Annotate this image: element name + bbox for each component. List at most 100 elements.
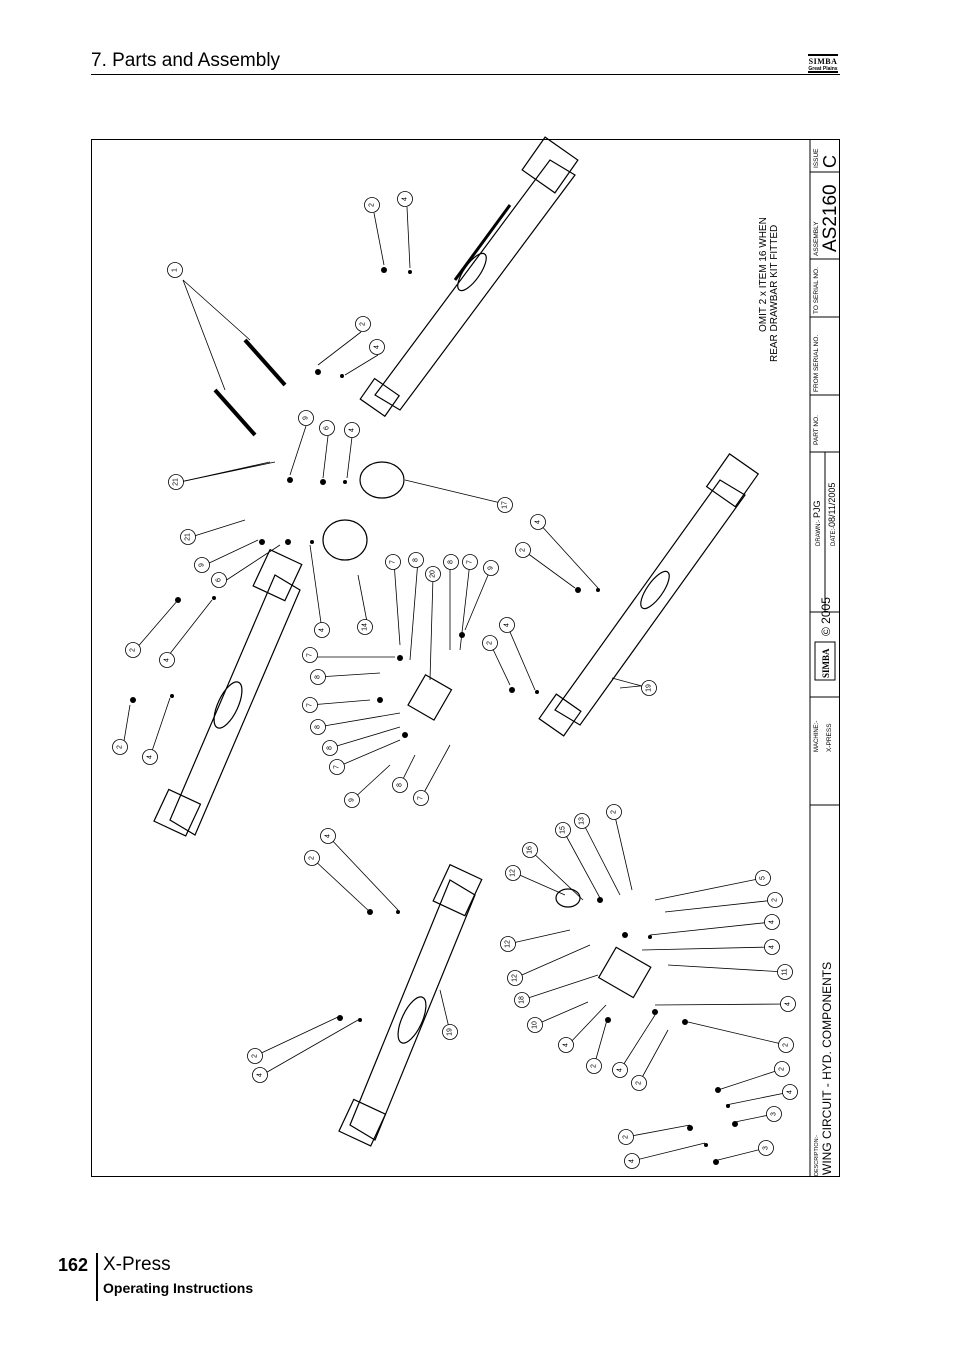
svg-text:15: 15 [560, 826, 567, 834]
svg-text:7: 7 [418, 796, 425, 800]
svg-text:5: 5 [760, 876, 767, 880]
svg-text:3: 3 [763, 1146, 770, 1150]
part-no-label: PART NO. [813, 415, 820, 445]
svg-text:4: 4 [785, 1002, 792, 1006]
svg-text:4: 4 [504, 623, 511, 627]
machine-label: MACHINE:- [814, 721, 820, 752]
description: WING CIRCUIT - HYD. COMPONENTS [820, 962, 834, 1175]
drawing-frame [91, 139, 840, 1177]
title-block [809, 140, 840, 1176]
svg-text:2: 2 [309, 856, 316, 860]
svg-text:2: 2 [130, 648, 137, 652]
simba-logo: SIMBA Great Plains [806, 53, 840, 73]
issue: C [820, 155, 840, 168]
svg-text:7: 7 [467, 560, 474, 564]
svg-text:13: 13 [579, 817, 586, 825]
svg-text:4: 4 [164, 658, 171, 662]
svg-text:4: 4 [349, 428, 356, 432]
svg-text:4: 4 [563, 1043, 570, 1047]
note-line-2: REAR DRAWBAR KIT FITTED [769, 225, 780, 362]
svg-text:2: 2 [623, 1135, 630, 1139]
svg-text:9: 9 [199, 563, 206, 567]
svg-text:19: 19 [447, 1028, 454, 1036]
product-name: X-Press [103, 1254, 171, 1275]
svg-text:16: 16 [527, 846, 534, 854]
svg-text:8: 8 [448, 560, 455, 564]
drawn-label: DRAWN:- [816, 520, 822, 546]
svg-text:4: 4 [769, 920, 776, 924]
svg-text:8: 8 [327, 746, 334, 750]
svg-text:2: 2 [487, 641, 494, 645]
svg-text:12: 12 [505, 940, 512, 948]
svg-text:2: 2 [591, 1064, 598, 1068]
svg-text:10: 10 [532, 1021, 539, 1029]
svg-text:2: 2 [360, 322, 367, 326]
svg-text:2: 2 [117, 745, 124, 749]
svg-text:2: 2 [636, 1081, 643, 1085]
svg-text:17: 17 [502, 501, 509, 509]
svg-text:2: 2 [252, 1054, 259, 1058]
svg-text:7: 7 [307, 703, 314, 707]
to-serial-label: TO SERIAL NO. [813, 267, 820, 314]
description-label: DESCRIPTION:- [814, 1135, 820, 1176]
svg-text:2: 2 [779, 1067, 786, 1071]
svg-text:4: 4 [319, 628, 326, 632]
svg-text:8: 8 [397, 783, 404, 787]
svg-text:4: 4 [787, 1090, 794, 1094]
from-serial-label: FROM SERIAL NO. [813, 335, 820, 392]
header-rule [91, 74, 840, 75]
manual-subtitle: Operating Instructions [103, 1280, 254, 1296]
svg-text:21: 21 [173, 478, 180, 486]
svg-text:3: 3 [771, 1112, 778, 1116]
title-block-logo: SIMBA [821, 648, 831, 678]
svg-text:8: 8 [315, 675, 322, 679]
assembly-number: AS2160 [820, 184, 841, 252]
date: 08/11/2005 [827, 483, 837, 527]
svg-text:6: 6 [216, 578, 223, 582]
svg-text:2: 2 [611, 810, 618, 814]
svg-text:4: 4 [629, 1159, 636, 1163]
section-title: 7. Parts and Assembly [91, 50, 281, 71]
svg-text:14: 14 [362, 623, 369, 631]
svg-text:19: 19 [646, 684, 653, 692]
svg-text:4: 4 [374, 345, 381, 349]
svg-text:4: 4 [402, 197, 409, 201]
svg-text:2: 2 [772, 898, 779, 902]
svg-text:7: 7 [307, 653, 314, 657]
copyright: © 2005 [819, 597, 833, 636]
drawn: PJG [812, 500, 822, 518]
note-line-1: OMIT 2 x ITEM 16 WHEN [758, 217, 769, 332]
svg-text:4: 4 [257, 1073, 264, 1077]
svg-text:2: 2 [520, 548, 527, 552]
svg-text:2: 2 [369, 203, 376, 207]
svg-text:7: 7 [390, 560, 397, 564]
svg-text:11: 11 [782, 968, 789, 975]
svg-text:18: 18 [519, 996, 526, 1004]
svg-text:9: 9 [488, 566, 495, 570]
svg-text:8: 8 [413, 558, 420, 562]
svg-text:12: 12 [512, 974, 519, 982]
footer-divider [96, 1253, 98, 1301]
svg-text:4: 4 [147, 755, 154, 759]
svg-text:9: 9 [303, 416, 310, 420]
date-label: DATE:- [831, 527, 837, 546]
svg-text:6: 6 [324, 426, 331, 430]
machine: X-PRESS [826, 723, 833, 752]
assembly-label: ASSEMBLY [813, 221, 820, 256]
svg-text:4: 4 [325, 834, 332, 838]
svg-text:4: 4 [769, 945, 776, 949]
issue-label: ISSUE [813, 148, 820, 168]
svg-text:9: 9 [349, 798, 356, 802]
svg-text:4: 4 [617, 1068, 624, 1072]
svg-text:8: 8 [315, 725, 322, 729]
callout-bubble [167, 262, 183, 278]
svg-text:2: 2 [783, 1043, 790, 1047]
callout-label: 1 [172, 268, 179, 272]
page-number: 162 [58, 1255, 89, 1275]
svg-text:4: 4 [535, 520, 542, 524]
svg-text:12: 12 [510, 869, 517, 877]
svg-text:21: 21 [185, 533, 192, 541]
svg-text:7: 7 [334, 765, 341, 769]
svg-text:20: 20 [430, 570, 437, 578]
